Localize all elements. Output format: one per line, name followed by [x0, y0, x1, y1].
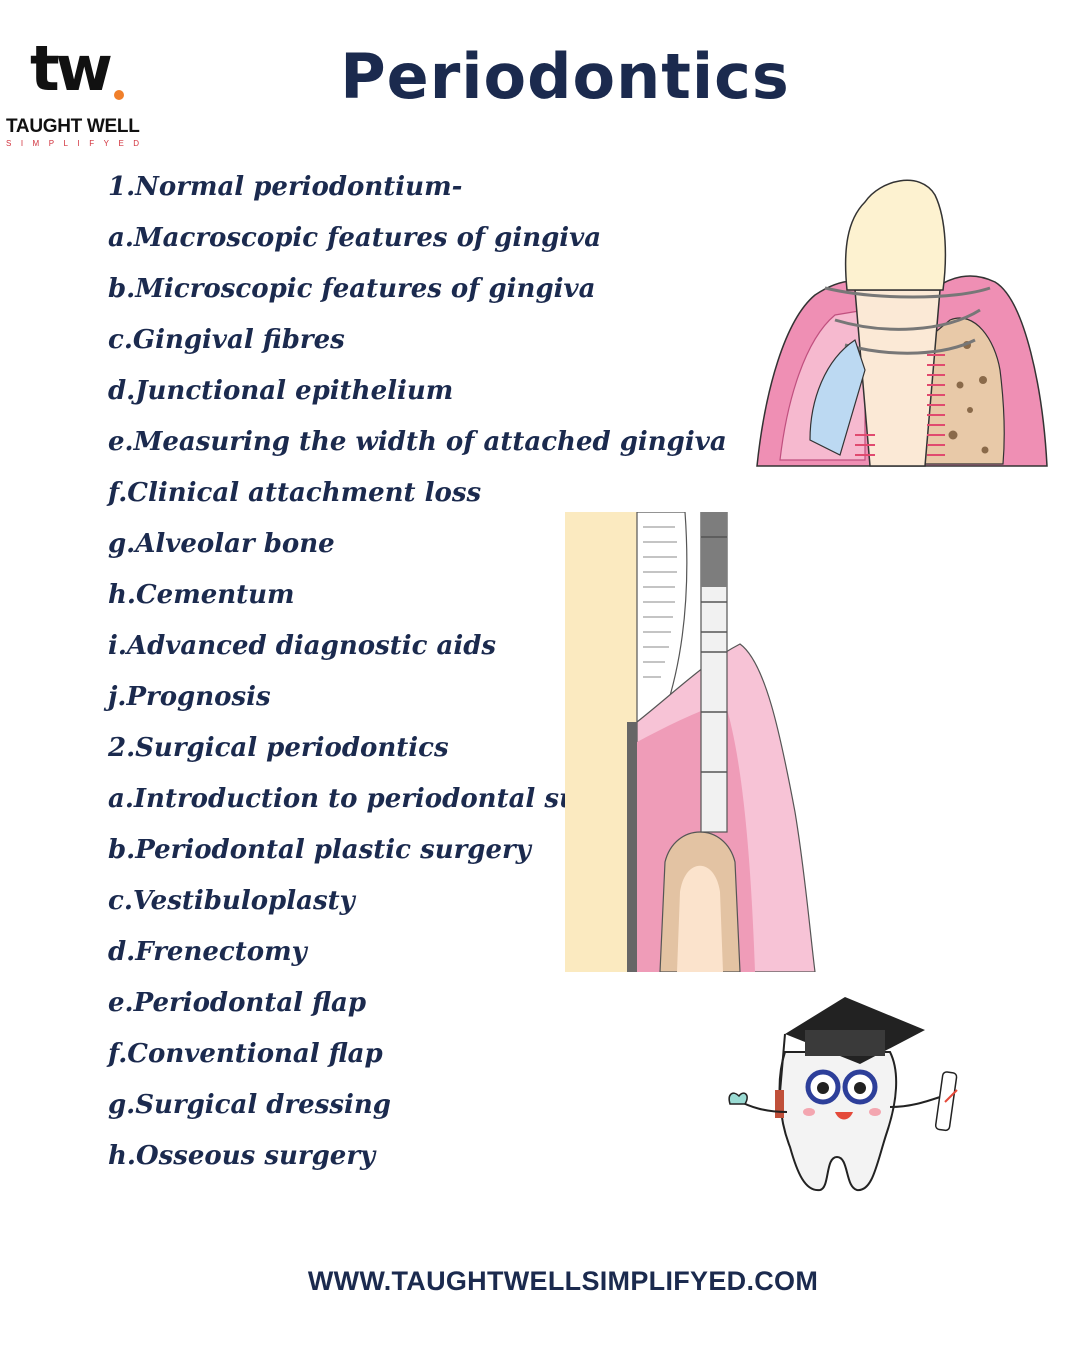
list-item: e.Measuring the width of attached gingiv… [108, 427, 727, 457]
graduate-tooth-mascot [728, 997, 958, 1192]
list-item: a.Introduction to periodontal surgery [108, 784, 656, 814]
list-item: 1.Normal periodontium- [108, 172, 463, 202]
list-item: h.Cementum [108, 580, 295, 610]
tooth-pulp [677, 865, 723, 972]
list-item: j.Prognosis [108, 682, 271, 712]
logo-dot [114, 90, 124, 100]
root-surface [627, 722, 637, 972]
right-arm [889, 1096, 941, 1108]
list-item: 2.Surgical periodontics [108, 733, 449, 763]
root-shape [854, 289, 941, 467]
list-item: i.Advanced diagnostic aids [108, 631, 497, 661]
topic-list: 1.Normal periodontium- a.Macroscopic fea… [108, 164, 727, 1184]
list-item: d.Junctional epithelium [108, 376, 454, 406]
list-item: b.Microscopic features of gingiva [108, 274, 596, 304]
list-item: h.Osseous surgery [108, 1141, 376, 1171]
logo-name: TAUGHT WELL [6, 116, 140, 137]
probe-illustration [565, 512, 820, 972]
fibres-ring [844, 338, 976, 355]
list-item: g.Surgical dressing [108, 1090, 391, 1120]
list-item: g.Alveolar bone [108, 529, 335, 559]
blue-membrane [809, 339, 866, 456]
list-item: a.Macroscopic features of gingiva [108, 223, 602, 253]
brand-logo: tw TAUGHT WELL SIMPLIFYED [0, 20, 160, 149]
fibres-ring [824, 286, 991, 299]
list-item: f.Clinical attachment loss [108, 478, 482, 508]
tooth-body [778, 1051, 898, 1192]
list-item: c.Vestibuloplasty [108, 886, 355, 916]
list-item: b.Periodontal plastic surgery [108, 835, 531, 865]
tassel-icon [775, 1090, 784, 1118]
list-item: f.Conventional flap [108, 1039, 383, 1069]
page-title: Periodontics [340, 40, 790, 113]
list-item: e.Periodontal flap [108, 988, 367, 1018]
list-item: c.Gingival fibres [108, 325, 345, 355]
logo-mark: tw [30, 32, 113, 105]
website-url[interactable]: WWW.TAUGHTWELLSIMPLIFYED.COM [307, 1266, 819, 1296]
crown-shape [844, 179, 947, 291]
fibres-ring [834, 308, 981, 331]
list-item: d.Frenectomy [108, 937, 307, 967]
periodontium-illustration [756, 179, 1048, 467]
logo-tagline: SIMPLIFYED [6, 139, 149, 148]
